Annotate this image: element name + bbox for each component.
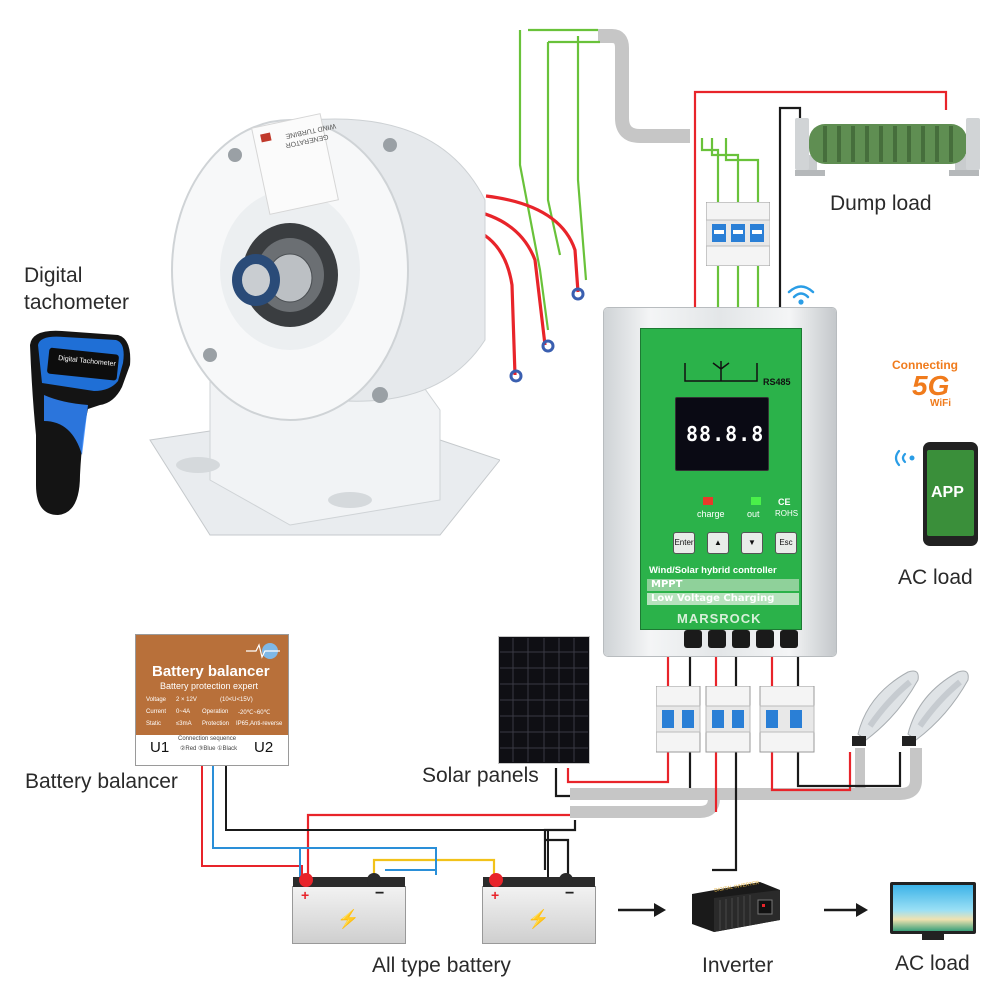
charge-indicator-label: charge [697, 509, 725, 519]
digital-tachometer-label-line1: Digital [24, 264, 83, 287]
battery-balancer-device: Battery balancer Battery protection expe… [135, 634, 289, 766]
solar-cable [570, 748, 922, 800]
terminal-bottom-3 [732, 630, 750, 648]
wire-color-legend: ②Red ③Blue ①Black [180, 746, 238, 752]
battery-2-plus: + [491, 887, 500, 903]
spec-row-2-c: Operation [202, 709, 229, 715]
u2-label: U2 [254, 739, 274, 756]
solar-panels-label: Solar panels [422, 764, 539, 787]
controller-title: Wind/Solar hybrid controller [649, 565, 777, 576]
hybrid-controller: RS485 88.8.8 charge out ROHS CE Enter ▲ … [604, 308, 836, 656]
balancer-wires [201, 764, 549, 878]
esc-button[interactable]: Esc [775, 532, 797, 554]
led-street-lamps [852, 670, 969, 746]
battery-black-minus [545, 838, 570, 880]
battery-1-bolt-icon: ⚡ [337, 909, 360, 929]
u1-label: U1 [150, 739, 170, 756]
battery-2-top [483, 877, 595, 887]
connecting-label: Connecting [892, 358, 958, 372]
brand-watermark: MARSROCK [677, 611, 762, 626]
spec-row-1-c: (10<U<15V) [220, 697, 253, 703]
bottom-circuit-breakers [656, 686, 815, 753]
balancer-pulse-icon [246, 643, 280, 659]
series-link-yellow [372, 858, 496, 880]
solar-panel [498, 636, 590, 764]
battery-red-main [543, 820, 577, 870]
charge-led [703, 497, 713, 505]
top-circuit-breaker [706, 202, 770, 266]
ce-mark: CE [778, 497, 791, 507]
tv-screen [893, 885, 973, 931]
wifi-label: WiFi [930, 398, 952, 409]
battery-1: + − ⚡ [292, 877, 406, 944]
wifi-icon [787, 285, 815, 305]
battery-1-top [293, 877, 405, 887]
ring-terminals [509, 287, 585, 383]
spec-row-2-b: 0~4A [176, 709, 191, 715]
digital-tachometer-label-line2: tachometer [24, 291, 130, 314]
out-led [751, 497, 761, 505]
spec-row-3-c: Protection [202, 721, 230, 727]
smartphone: APP [923, 442, 978, 546]
balancer-title: Battery balancer [152, 663, 270, 680]
inverter-label: Inverter [702, 954, 774, 977]
terminal-bottom-1 [684, 630, 702, 648]
battery-2-minus: − [565, 885, 575, 902]
tachometer-device [30, 330, 131, 515]
controller-lcd: 88.8.8 [675, 397, 769, 471]
wind-turbine-generator [149, 113, 500, 536]
tv-ac-load [890, 882, 976, 940]
dump-red-wire [693, 90, 948, 318]
tv-stand [922, 934, 944, 940]
spec-row-3-a: Static [146, 721, 162, 727]
generator-cable [598, 29, 690, 143]
terminal-bottom-4 [756, 630, 774, 648]
battery-1-plus: + [301, 887, 310, 903]
enter-button[interactable]: Enter [673, 532, 695, 554]
flow-arrows [618, 903, 868, 917]
spec-row-3-d: IP65,Anti-reverse [236, 721, 283, 727]
balancer-subtitle: Battery protection expert [160, 681, 259, 691]
dump-load-resistor [795, 118, 980, 176]
phone-wifi-icon [894, 449, 915, 467]
mppt-band: MPPT [647, 579, 799, 591]
ac-load-label-top: AC load [898, 566, 973, 589]
down-button[interactable]: ▼ [741, 532, 763, 554]
battery-2-bolt-icon: ⚡ [527, 909, 550, 929]
all-type-battery-label: All type battery [372, 954, 511, 977]
inverter-device [692, 882, 780, 932]
battery-balancer-label: Battery balancer [25, 770, 178, 793]
phone-screen: APP [927, 450, 974, 536]
spec-row-2-a: Current [146, 709, 167, 715]
terminal-bottom-5 [780, 630, 798, 648]
terminal-bottom-2 [708, 630, 726, 648]
turbine-symbol [684, 361, 758, 382]
battery-red-plus [306, 813, 570, 878]
low-voltage-band: Low Voltage Charging [647, 593, 799, 605]
battery-1-minus: − [375, 885, 385, 902]
rs485-label: RS485 [763, 377, 791, 387]
balancer-label-panel: Battery balancer Battery protection expe… [136, 635, 288, 735]
up-button[interactable]: ▲ [707, 532, 729, 554]
battery-2: + − ⚡ [482, 877, 596, 944]
controller-faceplate: RS485 88.8.8 charge out ROHS CE Enter ▲ … [640, 328, 802, 630]
lcd-digits: 88.8.8 [686, 422, 765, 446]
ac-load-label-bottom: AC load [895, 952, 970, 975]
rohs-mark: ROHS [775, 509, 799, 518]
dump-load-label: Dump load [830, 192, 932, 215]
connection-sequence-label: Connection sequence [178, 736, 237, 742]
out-indicator-label: out [747, 509, 760, 519]
app-label: APP [931, 484, 964, 501]
5g-label: 5G [912, 370, 950, 401]
spec-row-2-d: -20℃~60℃ [238, 710, 271, 716]
battery-terminals [299, 873, 573, 887]
spec-row-1-a: Voltage [146, 697, 167, 703]
spec-row-3-b: ≤3mA [176, 721, 192, 727]
battery-cable [570, 797, 720, 818]
solar-red-wire [566, 752, 670, 784]
generator-green-wires [518, 28, 760, 331]
spec-row-1-b: 2 × 12V [176, 697, 197, 703]
